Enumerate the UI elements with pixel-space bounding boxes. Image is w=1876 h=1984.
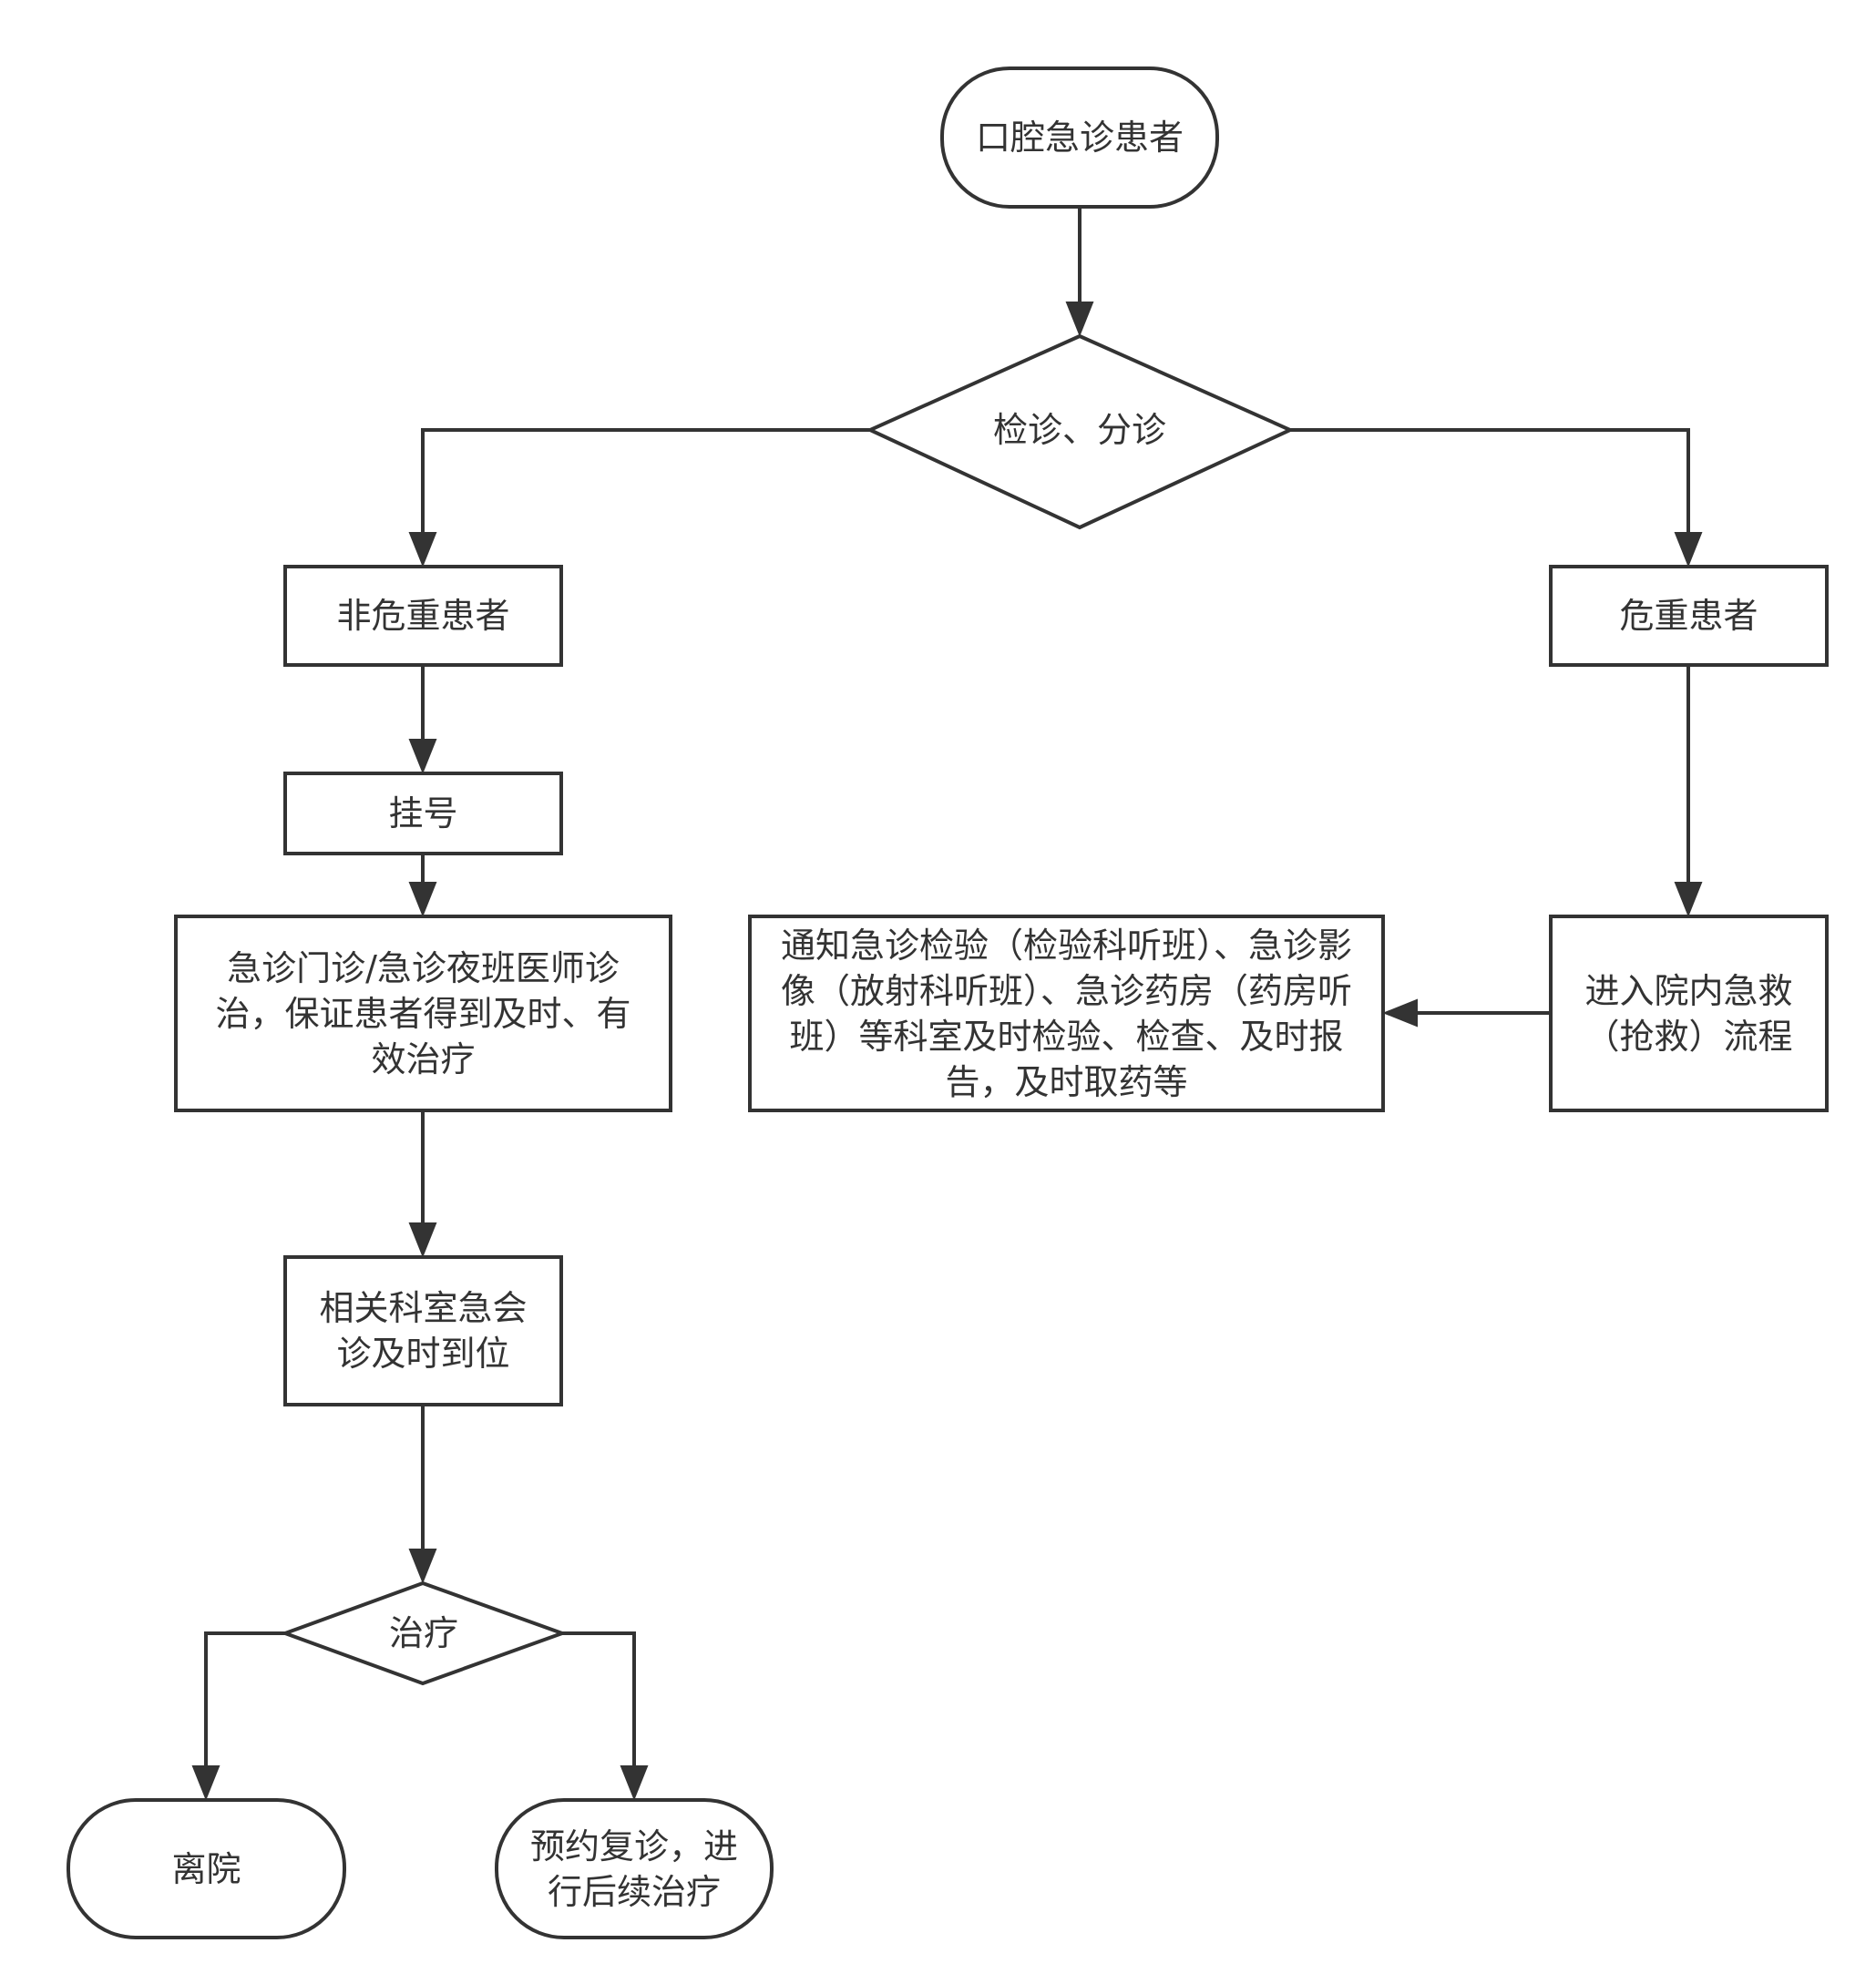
edge-non-critical-to-registration-arrowhead — [408, 739, 437, 774]
start-node-label: 口腔急诊患者 — [975, 118, 1184, 158]
edge-outpatient-to-consultation-arrowhead — [408, 1222, 437, 1258]
edge-triage-to-non-critical-arrowhead — [408, 532, 437, 568]
consultation-box-shape — [283, 1255, 563, 1406]
notify-departments-box-shape — [748, 915, 1385, 1112]
edge-start-to-triage-arrowhead — [1065, 302, 1094, 337]
edge-triage-to-critical-arrowhead — [1674, 532, 1703, 568]
edge-consultation-to-treatment-arrowhead — [408, 1549, 437, 1584]
edge-triage-to-critical — [1290, 428, 1690, 535]
edge-triage-to-non-critical — [421, 428, 870, 535]
rescue-node-label: 进入院内急救（抢救）流程 — [1584, 970, 1793, 1057]
rescue-box-shape — [1549, 915, 1829, 1112]
edge-registration-to-outpatient-arrowhead — [408, 882, 437, 917]
registration-box-shape — [283, 772, 563, 855]
non-critical-node-label: 非危重患者 — [336, 596, 510, 636]
discharge-node-label: 离院 — [171, 1848, 241, 1889]
follow-up-node-label: 预约复诊，进行后续治疗 — [529, 1825, 738, 1912]
treatment-node-label: 治疗 — [388, 1613, 458, 1653]
edge-rescue-to-notify-arrowhead — [1382, 998, 1418, 1028]
registration-node-label: 挂号 — [388, 793, 458, 833]
triage-node-label: 检诊、分诊 — [992, 410, 1166, 450]
non-critical-box-shape — [283, 565, 563, 667]
outpatient-treatment-node-label: 急诊门诊/急诊夜班医师诊治，保证患者得到及时、有效治疗 — [215, 947, 631, 1079]
edge-treatment-to-follow-up — [562, 1631, 636, 1768]
notify-departments-node-label: 通知急诊检验（检验科听班）、急诊影像（放射科听班）、急诊药房（药房听班）等科室及… — [780, 925, 1352, 1102]
outpatient-treatment-box-shape — [174, 915, 672, 1112]
edge-treatment-to-discharge — [204, 1631, 285, 1768]
edge-treatment-to-follow-up-arrowhead — [620, 1765, 649, 1801]
triage-decision-shape — [866, 333, 1295, 530]
discharge-terminal-shape — [67, 1798, 346, 1939]
critical-node-label: 危重患者 — [1619, 596, 1758, 636]
edge-treatment-to-discharge-arrowhead — [191, 1765, 220, 1801]
treatment-decision-shape — [280, 1580, 568, 1686]
edge-critical-to-rescue-arrowhead — [1674, 882, 1703, 917]
consultation-node-label: 相关科室急会诊及时到位 — [319, 1288, 528, 1374]
